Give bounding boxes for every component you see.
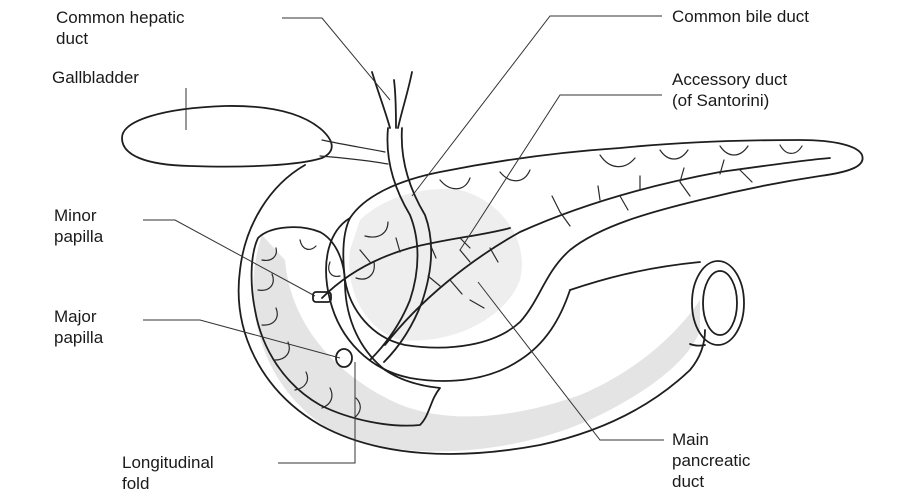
duodenum-tube-top	[570, 262, 700, 290]
left-hepatic-duct	[372, 72, 390, 128]
label-accessory-duct: Accessory duct (of Santorini)	[672, 69, 787, 111]
label-common-hepatic-duct: Common hepatic duct	[56, 7, 185, 49]
label-gallbladder: Gallbladder	[52, 67, 139, 88]
label-common-bile-duct: Common bile duct	[672, 6, 809, 27]
hepatic-duct-inner	[394, 80, 396, 128]
leader-minor-papilla	[143, 220, 315, 296]
gallbladder-shape	[122, 106, 332, 167]
right-hepatic-duct	[398, 72, 412, 128]
label-major-papilla: Major papilla	[54, 306, 103, 348]
pancreas-head-shading	[349, 189, 522, 341]
duodenum-opening-inner	[703, 271, 737, 335]
label-longitudinal-fold: Longitudinal fold	[122, 452, 214, 494]
label-minor-papilla: Minor papilla	[54, 205, 103, 247]
label-main-pancreatic-duct: Main pancreatic duct	[672, 429, 750, 492]
leader-common-hepatic-duct	[282, 18, 390, 100]
leader-common-bile-duct	[412, 16, 662, 196]
cystic-duct-lower	[320, 156, 388, 164]
